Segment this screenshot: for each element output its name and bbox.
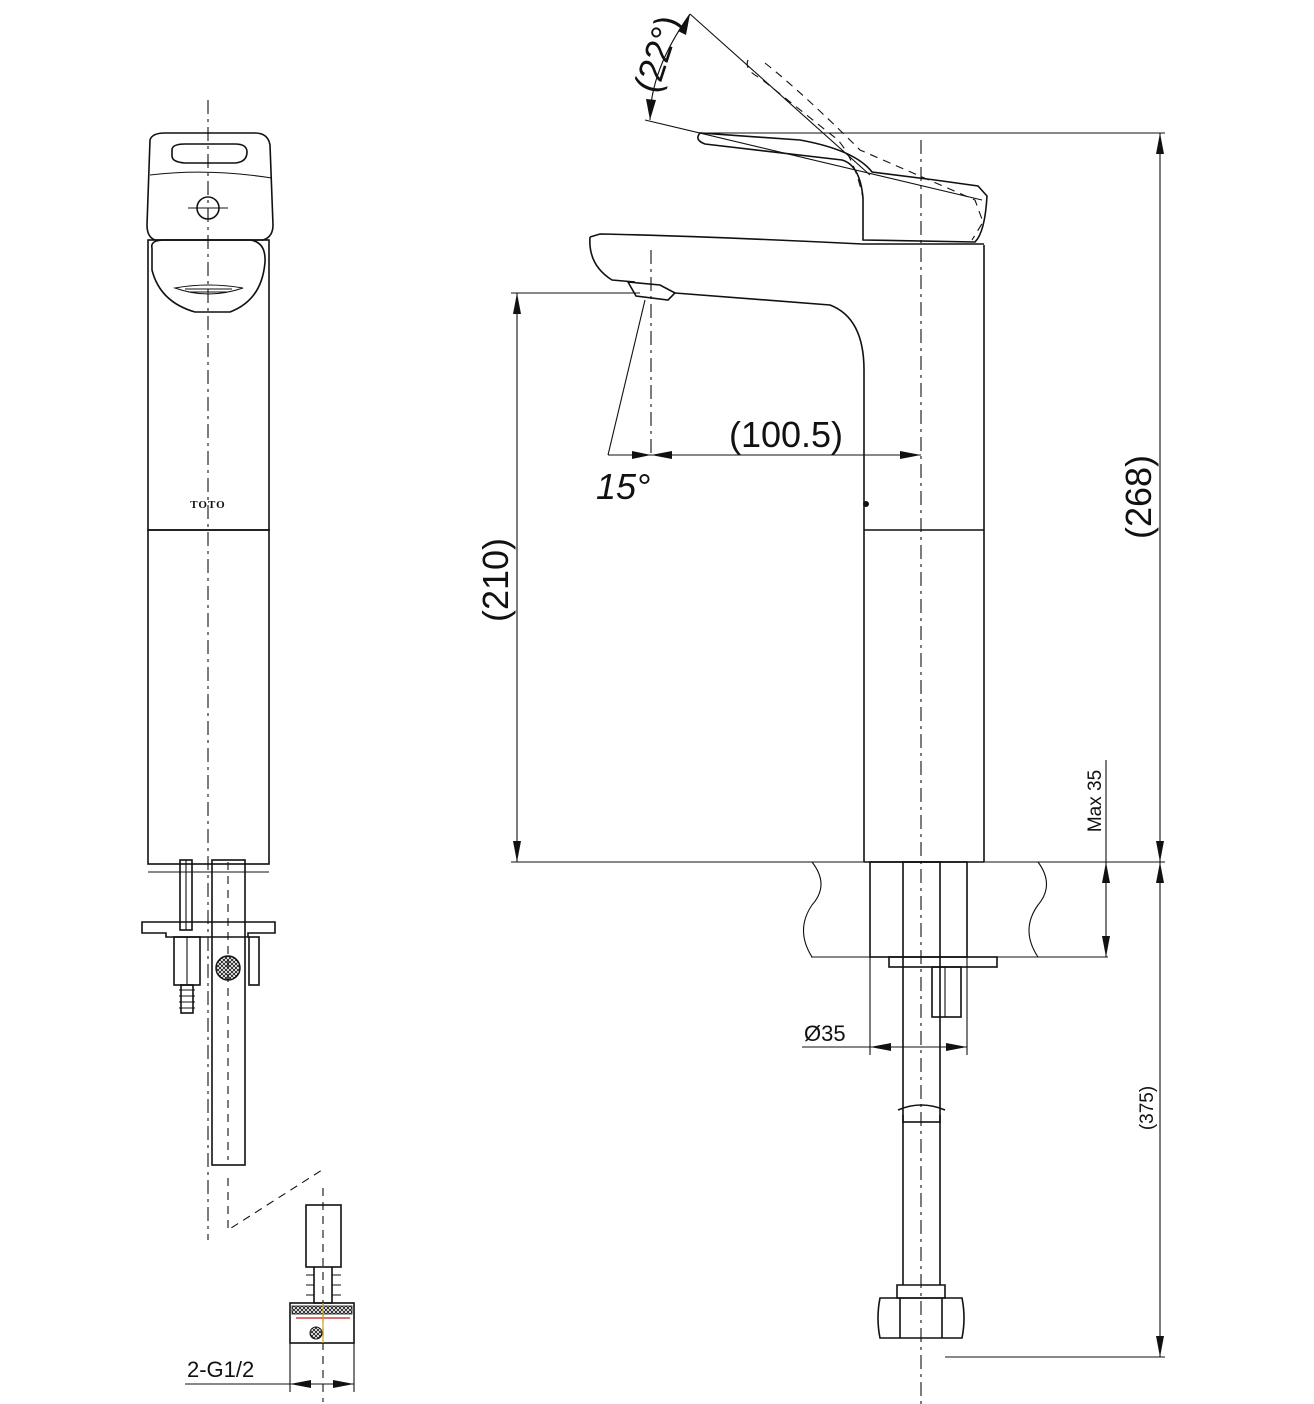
spout-height-arrow-bottom [513, 841, 521, 862]
side-aerator [626, 281, 677, 301]
counter-arrow-bottom [1102, 936, 1110, 957]
spout-angle-label: 15° [596, 466, 650, 507]
side-lever [697, 132, 988, 243]
diameter-arrow-left [870, 1043, 891, 1051]
counter-break-right [1028, 861, 1048, 958]
front-handle [146, 132, 274, 241]
side-lever-open [746, 59, 984, 241]
hose-length-arrow-bottom [1156, 1336, 1164, 1357]
front-handle-curve [149, 171, 273, 179]
lever-angle-arrow-1 [646, 99, 656, 120]
diameter-label: Ø35 [804, 1021, 846, 1046]
spout-height-label: (210) [475, 538, 516, 622]
counter-thickness-label: Max 35 [1085, 770, 1106, 832]
overall-height-label: (268) [1118, 455, 1159, 539]
thread-arrow-left [290, 1380, 311, 1388]
lever-angle-arrow-2 [678, 14, 690, 35]
spout-height-arrow-top [513, 293, 521, 314]
overall-height-arrow-bottom [1156, 841, 1164, 862]
front-hose-nut-hatch [291, 1305, 353, 1315]
lever-angle-ref-1 [644, 119, 983, 201]
front-mounting-plate [141, 921, 276, 938]
front-hose-washer [309, 1326, 323, 1340]
front-aerator [172, 284, 244, 295]
lever-angle-ref-2 [689, 13, 871, 176]
front-stud-thread [179, 989, 195, 1009]
reach-arrow-right [900, 451, 921, 459]
spout-angle-line [607, 299, 646, 456]
lever-angle-label: (22°) [626, 10, 689, 97]
side-mounting-plate [888, 956, 998, 968]
front-aerator-lines [185, 288, 232, 293]
diameter-arrow-right [946, 1043, 967, 1051]
front-backplate [248, 936, 260, 986]
front-break-line [227, 1169, 323, 1232]
front-stud-end [180, 984, 194, 1014]
side-spout [589, 233, 984, 371]
hose-length-arrow-top [1156, 862, 1164, 883]
front-mesh-filter [215, 955, 241, 981]
side-hose-break [897, 1104, 946, 1111]
side-fixing-nut [931, 966, 962, 1018]
counter-break-left [802, 861, 822, 958]
front-view: TOTO 2-G1/2 [141, 100, 355, 1402]
front-brand-logo: TOTO [190, 499, 225, 511]
front-body-lower [147, 529, 270, 865]
reach-label: (100.5) [729, 414, 843, 455]
overall-height-arrow-top [1156, 133, 1164, 154]
thread-size-label: 2-G1/2 [187, 1357, 254, 1382]
counter-arrow-top [1102, 862, 1110, 883]
side-hex-nut [877, 1297, 965, 1339]
front-lever-slot [171, 143, 248, 164]
reach-arrow-left [651, 451, 672, 459]
front-hose-fitting-thread [306, 1274, 341, 1296]
side-view: (22°) 15° (100.5) (210) (268) Max 35 [475, 10, 1165, 1404]
side-shank [869, 861, 968, 958]
spout-angle-arrow [632, 451, 651, 459]
side-body-screw [863, 501, 869, 507]
front-hose-nut [289, 1302, 355, 1344]
side-supply-hose [902, 861, 941, 1123]
hose-length-label: (375) [1137, 1086, 1158, 1130]
front-supply-tube [211, 859, 246, 1166]
thread-arrow-right [333, 1380, 354, 1388]
